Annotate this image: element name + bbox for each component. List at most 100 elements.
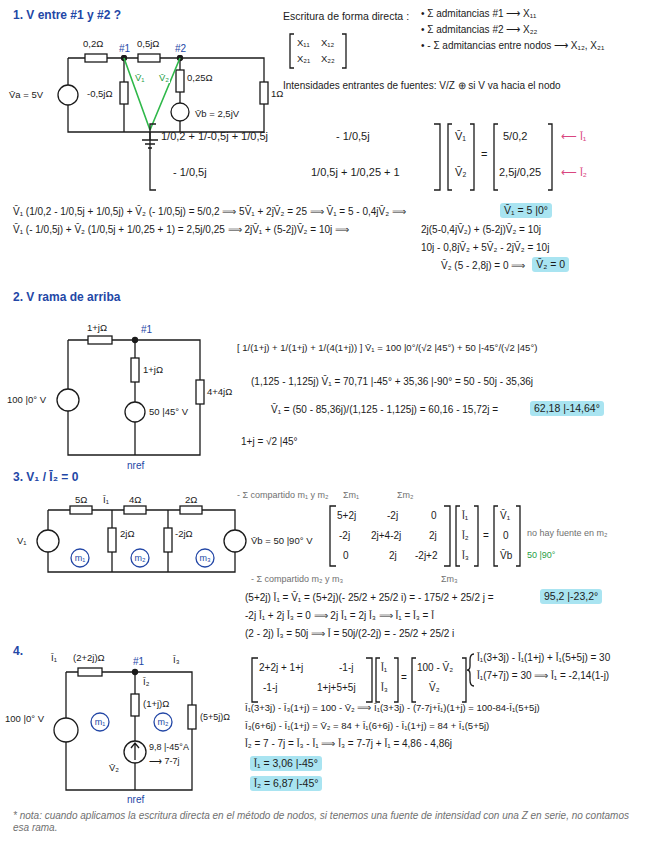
annotation: no hay fuente en m₂ [526,528,609,539]
annotation: 50 |90° [526,550,556,561]
annotation: • Σ admitancias #1 ⟶ X₁₁ [420,8,537,20]
matrix-entry: 1+j+5+5j [316,682,357,694]
source-value: 50 |45° V [148,406,189,417]
component-value: 1Ω [270,88,284,99]
result-text: V̄₁ = 5 |0° [504,204,548,216]
source-value: 100 |0° V [4,713,45,724]
circuit-three [37,506,520,572]
matrix-entry: 0 [502,530,510,542]
component-value: 1+jΩ [86,322,108,333]
matrix-entry: 2j+4-2j [370,530,402,542]
component-value: 0,25Ω [186,72,214,83]
annotation: - Σ compartido m₂ y m₃ [250,574,344,585]
component-value: (5+5j)Ω [199,712,231,723]
current-label: Ī₂ [142,676,150,687]
matrix-entry: 100 - V̄₂ [416,662,454,674]
matrix-entry: 2,5j/0,25 [498,166,542,179]
matrix-bracket [290,34,346,68]
source-value: V̄a = 5V [8,89,44,100]
section-heading: 2. V rama de arriba [12,290,121,304]
matrix-entry: V̄₁ [499,510,511,522]
circuit-two [57,336,204,455]
component-value: (2+2j)Ω [72,652,106,663]
mesh-symbol [71,549,89,567]
mesh-label: m₃ [198,553,211,564]
equation: V̄₁ (1/0,2 - 1/0,5j + 1/0,5j) + V̄₂ (- 1… [12,206,407,218]
result-text: Ī₂ = 6,87 |-45° [254,777,318,789]
equation: Ī₃(6+6j) - Ī₁(1+j) = V̄₂ = 84 + Ī₁(6+6j)… [244,720,490,731]
voltage-line [124,58,180,130]
matrix-entry: X₁₂ [320,37,335,48]
node-tag: #2 [174,43,187,55]
matrix-entry: 2+2j + 1+j [258,662,304,674]
annotation: Σm₂ [396,490,415,501]
equation: V̄₂ (5 - 2,8j) = 0 ⟹ [440,260,526,272]
matrix-entry: -2j [338,530,351,542]
annotation: Σm₁ [342,490,360,501]
current-source-symbol [124,741,146,763]
mesh-symbol [196,549,214,567]
matrix-entry: Ī₁ [380,662,388,674]
resistor-symbol [131,694,139,716]
component-value: 2Ω [184,494,198,505]
annotation: ⟵ Ī₂ [560,166,588,179]
section-heading: 3. V₁ / Ī₂ = 0 [12,470,79,484]
mesh-symbol [131,549,149,567]
matrix-entry: - 1/0,5j [172,166,208,179]
source-symbol [37,530,59,552]
equation: (5+2j) Ī₁ = V̄₁ = (5+2j)(- 25/2 + 25/2 i… [244,592,495,604]
matrix-entry: 1/0,5j + 1/0,25 + 1 [310,166,401,179]
equation: Ī₁(3+3j) - Ī₁(1+j) + Ī₁(5+5j) = 30 [476,652,611,664]
matrix-entry: X₂₁ [296,53,311,64]
source-value: V̄b = 50 |90° V [250,535,313,546]
resistor-symbol [108,528,116,552]
source-value: 9,8 |-45°A [148,742,190,753]
current-label: Ī₁ [102,494,110,505]
result-highlight: V̄₂ = 0 [532,257,569,272]
node-dot [133,338,138,343]
matrix-entry: 2j [428,530,438,542]
footnote: * nota: cuando aplicamos la escritura di… [12,810,642,834]
annotation: Σm₃ [440,574,459,585]
resistor-symbol [78,668,102,676]
annotation: • Σ admitancias #2 ⟶ X₂₂ [420,24,539,36]
resistor-symbol [131,358,139,382]
wire [48,510,235,572]
equation: Ī₁(7+7j) = 30 ⟹ Ī₁ = -2,14(1-j) [476,670,610,682]
resistor-symbol [180,506,202,514]
component-value: -2jΩ [174,528,194,539]
annotation: • - Σ admitancias entre nodos ⟶ X₁₂, X₂₁ [420,40,605,52]
annotation: - Σ compartido m₁ y m₂ [236,490,330,501]
component-value: 0,5jΩ [136,38,160,49]
component-value: (1+j)Ω [142,698,170,709]
matrix-entry: 5/0,2 [502,130,528,143]
voltage-label: V̄₂ [108,762,120,773]
matrix-entry: Ī₃ [461,550,470,562]
voltage-label: V̄₁ [134,72,146,83]
resistor-symbol [164,528,172,552]
matrix-entry: Ī₁ [461,510,469,522]
equation: 1+j = √2 |45° [240,436,299,448]
equation: [ 1/(1+j) + 1/(1+j) + 1/(4(1+j)) ] V̄₁ =… [236,342,538,353]
source-value: 100 |0° V [6,394,47,405]
matrix-entry: = [482,530,490,542]
matrix-bracket [330,506,520,566]
component-value: 4Ω [128,494,142,505]
voltage-label: V̄₂ [158,72,170,83]
matrix-entry: -2j [386,510,399,522]
component-value: -0,5jΩ [86,88,114,99]
component-value: 2jΩ [119,528,136,539]
matrix-entry: V̄₁ [454,130,467,143]
mesh-label: m₂ [157,717,170,728]
circuit-one [58,34,552,190]
equation: (1,125 - 1,125j) V̄₁ = 70,71 |-45° + 35,… [250,376,534,388]
result-highlight: Ī₂ = 6,87 |-45° [250,776,322,791]
source-value: V̄b = 2,5jV [194,108,240,119]
resistor-symbol [124,506,146,514]
node-tag: #1 [132,656,145,668]
matrix-entry: -1-j [262,682,278,694]
brace [467,654,474,686]
wire [68,340,200,455]
matrix-entry: Ī₃ [380,682,389,694]
matrix-entry: V̄b [499,550,513,562]
